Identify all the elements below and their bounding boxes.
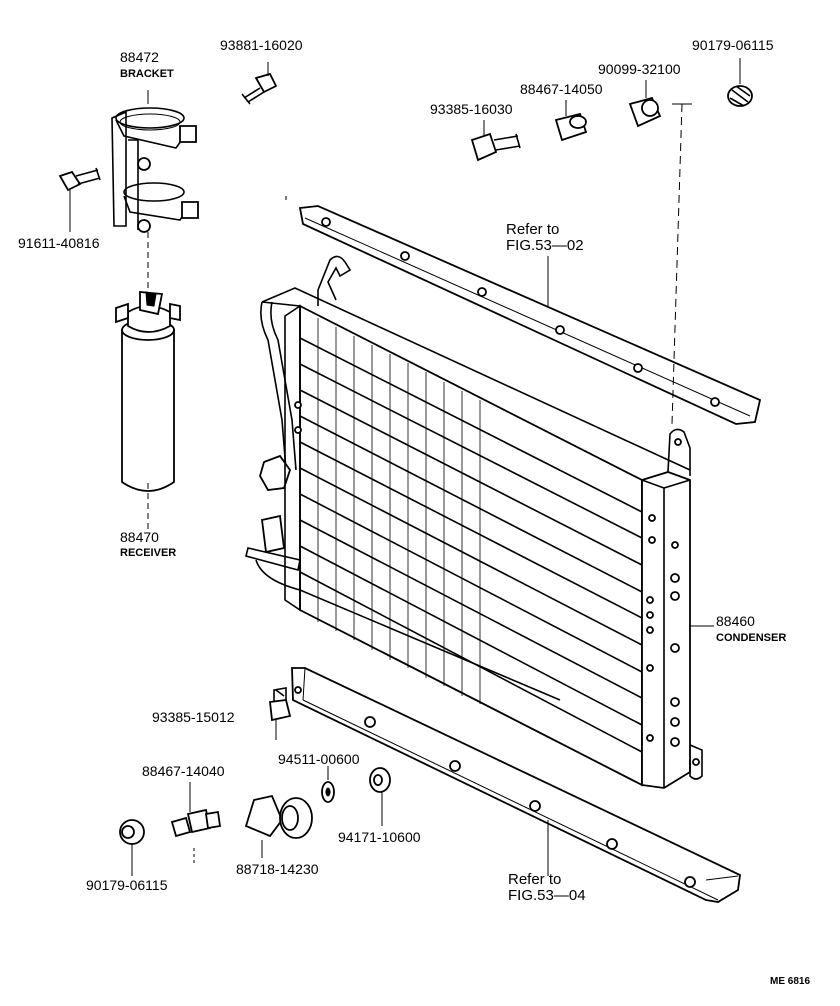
diagram-code: ME 6816 <box>770 976 810 987</box>
top-support-bar <box>298 205 762 425</box>
condenser-part-number: 88460 <box>716 613 755 629</box>
bolt-bottom <box>269 687 292 740</box>
top-ref-line2: FIG.53—02 <box>506 237 584 254</box>
receiver-part-name: RECEIVER <box>120 547 176 559</box>
fitting-bottom-part-number: 88467-14040 <box>142 763 225 779</box>
bracket-part-name: BRACKET <box>120 68 174 80</box>
receiver-drawing <box>115 291 181 530</box>
bottom-ref-line1: Refer to <box>508 871 561 888</box>
fitting-bottom <box>170 782 222 838</box>
washer-part-number: 94511-00600 <box>278 751 360 767</box>
cushion-bottom-part-number: 90179-06115 <box>86 877 168 893</box>
bolt-bottom-part-number: 93385-15012 <box>152 709 235 725</box>
fitting-top-part-number: 88467-14050 <box>520 81 603 97</box>
bolt-top-part-number: 93881-16020 <box>220 37 303 53</box>
top-ref-line1: Refer to <box>506 221 559 238</box>
bolt-left <box>58 167 101 232</box>
alignment-line-top <box>671 103 683 425</box>
bolt-right-part-number: 93385-16030 <box>430 101 513 117</box>
grommet-bottom-part-number: 94171-10600 <box>338 829 421 845</box>
condenser <box>245 255 703 789</box>
bolt-right <box>470 120 521 162</box>
condenser-part-name: CONDENSER <box>716 632 786 644</box>
grommet-top <box>628 80 662 128</box>
bottom-support-bar <box>291 667 741 903</box>
bolt-top <box>241 62 278 105</box>
clamp-part-number: 88718-14230 <box>236 861 319 877</box>
bracket-drawing <box>111 107 199 290</box>
bolt-left-part-number: 91611-40816 <box>18 235 100 251</box>
grommet-bottom <box>369 767 391 826</box>
receiver-part-number: 88470 <box>120 529 159 545</box>
fitting-top <box>554 100 588 142</box>
clamp-drawing <box>244 794 313 858</box>
washer-drawing <box>321 766 335 803</box>
cushion-bottom <box>119 819 145 876</box>
bracket-part-number: 88472 <box>120 49 159 65</box>
bottom-ref-line2: FIG.53—04 <box>508 887 586 904</box>
grommet-top-part-number: 90099-32100 <box>598 61 681 77</box>
cushion-top-part-number: 90179-06115 <box>692 37 774 53</box>
cushion-top <box>727 58 753 107</box>
